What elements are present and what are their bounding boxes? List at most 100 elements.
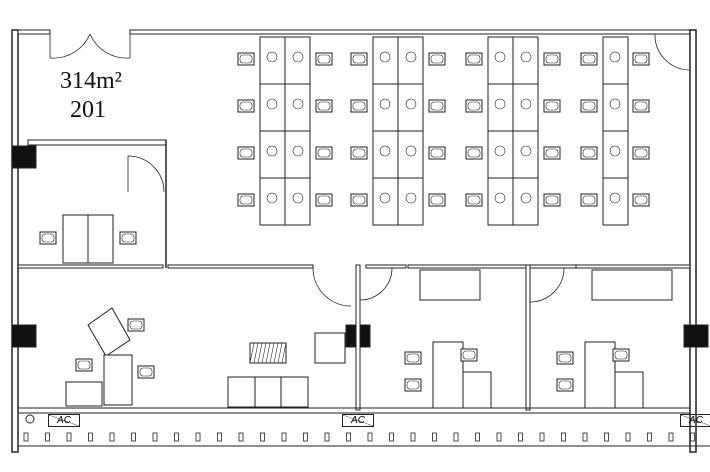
chair: [350, 52, 368, 66]
wall-top: [17, 29, 51, 35]
monitor-icon: [520, 51, 532, 63]
window-mullion: [604, 432, 609, 442]
window-mullion: [668, 432, 674, 442]
window-mullion: [260, 432, 265, 442]
chair: [556, 351, 574, 365]
chair-seat: [430, 148, 444, 158]
desk: [284, 130, 311, 179]
chair-seat: [406, 353, 420, 363]
chair-seat: [352, 148, 366, 158]
monitor-icon: [609, 51, 621, 63]
door: [359, 267, 393, 301]
desk: [372, 177, 399, 226]
chair-seat: [634, 195, 648, 205]
chair: [632, 146, 650, 160]
office-door: [127, 155, 165, 193]
chair: [75, 358, 93, 372]
chair-seat: [545, 101, 559, 111]
chair-seat: [558, 353, 572, 363]
hatch: [269, 342, 275, 364]
chair-seat: [582, 195, 596, 205]
chair-seat: [352, 195, 366, 205]
desk: [602, 177, 629, 226]
window-mullion: [217, 432, 222, 442]
chair-seat: [430, 101, 444, 111]
desk: [397, 130, 424, 179]
monitor-icon: [520, 192, 532, 204]
window-mullion: [109, 432, 115, 442]
window-mullion: [152, 432, 158, 442]
wall-right: [689, 29, 697, 453]
desk: [397, 83, 424, 132]
monitor-icon: [292, 98, 304, 110]
desk: [372, 83, 399, 132]
chair: [465, 99, 483, 113]
chair: [315, 99, 333, 113]
desk: [487, 83, 514, 132]
chair-seat: [317, 101, 331, 111]
window-mullion: [453, 432, 459, 442]
monitor-icon: [609, 98, 621, 110]
chair: [350, 146, 368, 160]
chair: [237, 146, 255, 160]
partition-wall: [167, 264, 314, 269]
window-mullion: [539, 432, 545, 442]
window-mullion: [561, 432, 566, 442]
executive-desk: [87, 307, 131, 357]
door: [529, 267, 565, 303]
sofa: [227, 376, 309, 408]
chair-seat: [239, 148, 253, 158]
window-mullion: [518, 432, 523, 442]
desk: [284, 83, 311, 132]
chair: [580, 52, 598, 66]
monitor-icon: [405, 145, 417, 157]
window-mullion: [88, 432, 93, 442]
monitor-icon: [292, 51, 304, 63]
chair-seat: [41, 233, 55, 243]
chair-seat: [634, 101, 648, 111]
desk: [372, 130, 399, 179]
chair-seat: [317, 54, 331, 64]
monitor-icon: [405, 192, 417, 204]
hatch: [257, 342, 263, 364]
monitor-icon: [405, 98, 417, 110]
wall-left: [11, 29, 19, 453]
chair: [632, 193, 650, 207]
desk: [259, 36, 286, 85]
chair-seat: [467, 101, 481, 111]
chair-seat: [634, 54, 648, 64]
chair: [137, 365, 155, 379]
desk: [512, 36, 539, 85]
chair: [543, 193, 561, 207]
desk: [487, 177, 514, 226]
monitor-icon: [520, 98, 532, 110]
column: [11, 145, 37, 169]
chair-seat: [614, 350, 628, 360]
chair: [632, 99, 650, 113]
chair-seat: [239, 54, 253, 64]
desk: [584, 341, 616, 409]
desk: [602, 130, 629, 179]
monitor-icon: [292, 192, 304, 204]
window-mullion: [346, 432, 351, 442]
desk-return: [103, 354, 133, 406]
desk: [259, 130, 286, 179]
chair-seat: [467, 54, 481, 64]
partition-wall: [365, 264, 407, 269]
hatch: [265, 342, 271, 364]
partition-wall: [355, 264, 361, 411]
chair: [350, 193, 368, 207]
chair: [315, 193, 333, 207]
chair-seat: [634, 148, 648, 158]
window-mullion: [324, 432, 330, 442]
monitor-icon: [379, 51, 391, 63]
sofa: [591, 269, 673, 301]
chair: [428, 99, 446, 113]
chair-seat: [239, 195, 253, 205]
chair-seat: [558, 380, 572, 390]
chair: [580, 99, 598, 113]
window-mullion: [45, 432, 50, 442]
monitor-icon: [405, 51, 417, 63]
hatch: [249, 342, 255, 364]
